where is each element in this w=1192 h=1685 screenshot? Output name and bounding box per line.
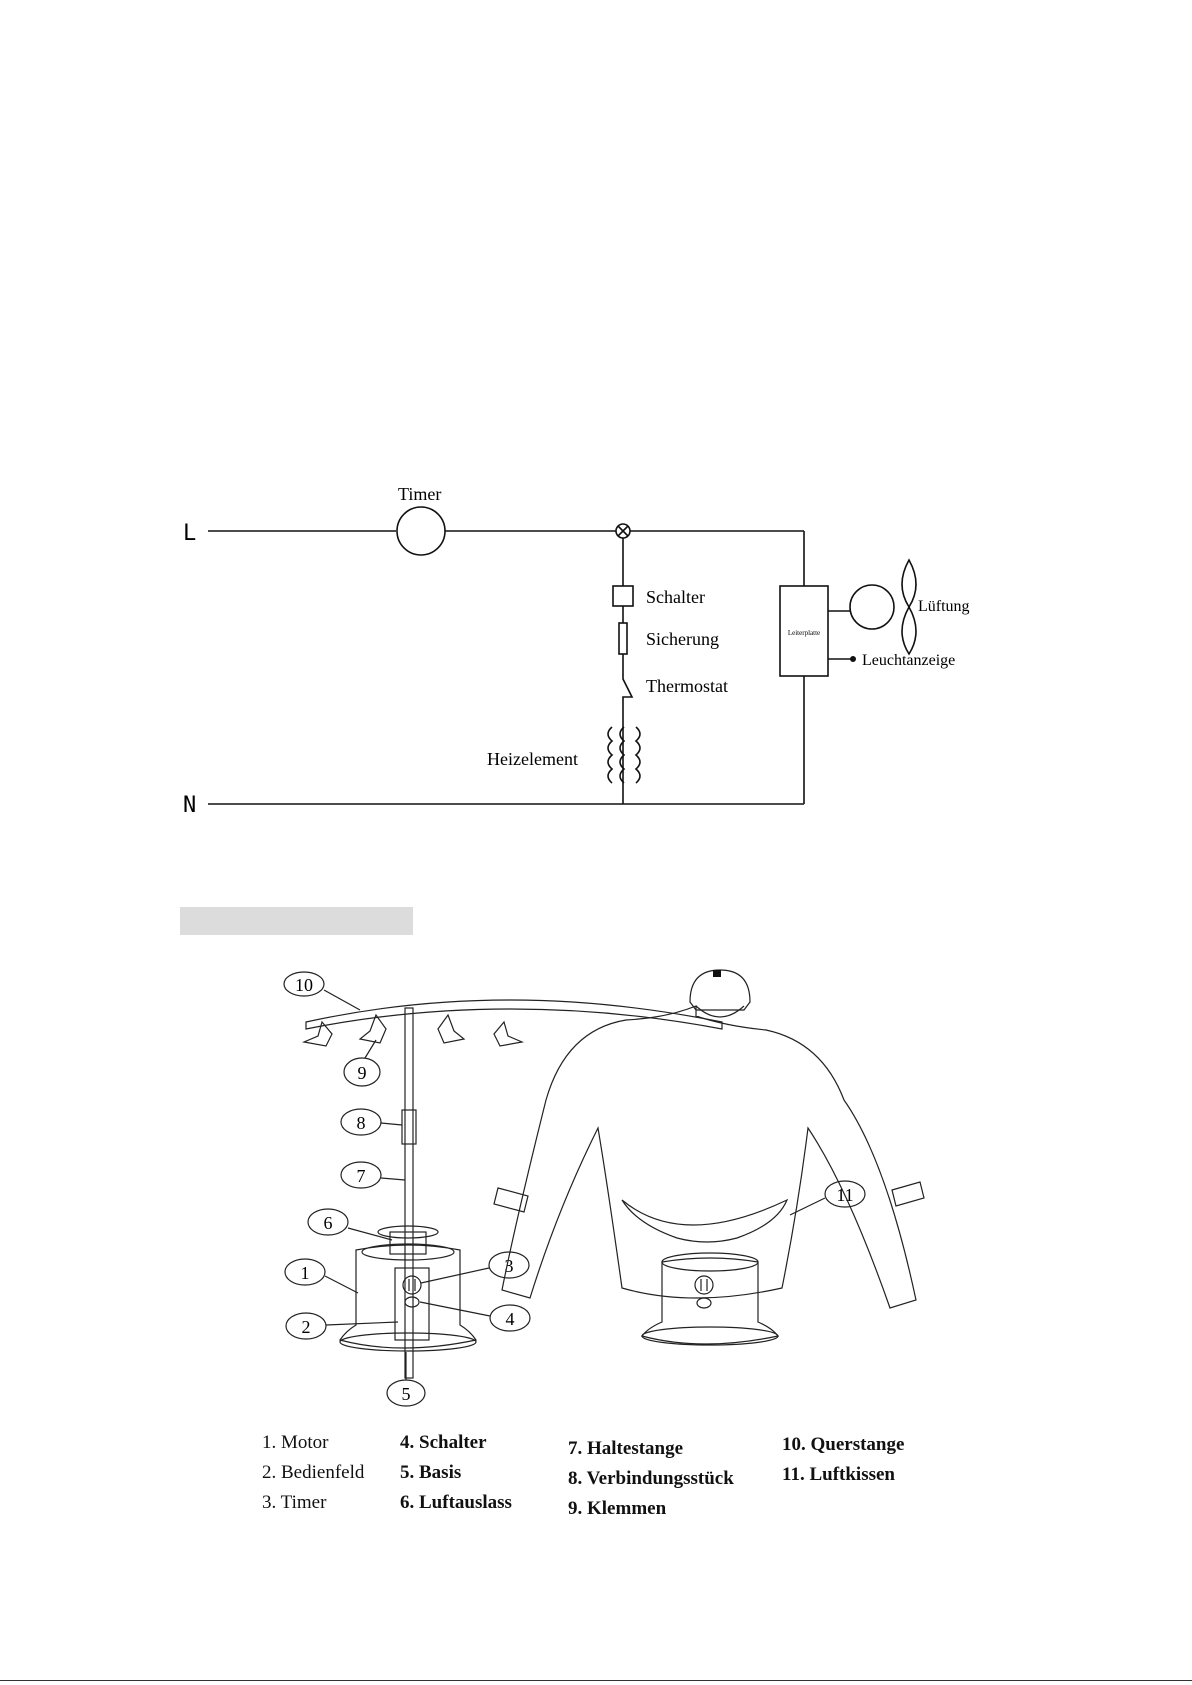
svg-text:4: 4	[506, 1309, 515, 1329]
legend-column-3: 7. Haltestange 8. Verbindungsstück 9. Kl…	[568, 1434, 734, 1524]
svg-text:10: 10	[295, 975, 313, 995]
callout-11: 11	[790, 1181, 865, 1215]
fan-blade-icon	[902, 560, 916, 654]
legend-item: 9. Klemmen	[568, 1494, 734, 1524]
indicator-dot	[850, 656, 856, 662]
legend-item: 3. Timer	[262, 1488, 364, 1518]
legend-column-2: 4. Schalter 5. Basis 6. Luftauslass	[400, 1428, 512, 1518]
svg-text:8: 8	[357, 1113, 366, 1133]
sicherung-symbol	[619, 623, 627, 654]
legend-item: 4. Schalter	[400, 1428, 512, 1458]
heizelement-symbol	[608, 727, 640, 783]
legend-item: 10. Querstange	[782, 1430, 904, 1460]
legend-item: 8. Verbindungsstück	[568, 1464, 734, 1494]
legend-column-4: 10. Querstange 11. Luftkissen	[782, 1430, 904, 1490]
callout-8: 8	[341, 1109, 402, 1135]
thermostat-symbol	[623, 673, 632, 712]
schalter-label: Schalter	[646, 587, 705, 607]
callout-2: 2	[286, 1313, 398, 1339]
legend-item: 5. Basis	[400, 1458, 512, 1488]
heizelement-label: Heizelement	[487, 749, 578, 769]
junction-symbol	[616, 524, 630, 538]
callout-1: 1	[285, 1259, 358, 1293]
legend-item: 2. Bedienfeld	[262, 1458, 364, 1488]
section-heading-bar	[180, 907, 413, 935]
timer-symbol	[397, 507, 445, 555]
sicherung-label: Sicherung	[646, 629, 719, 649]
line-n-label: N	[183, 793, 196, 818]
legend-item: 1. Motor	[262, 1428, 364, 1458]
page-bottom-rule	[0, 1680, 1192, 1681]
legend-item: 7. Haltestange	[568, 1434, 734, 1464]
svg-text:7: 7	[357, 1166, 366, 1186]
legend-item: 6. Luftauslass	[400, 1488, 512, 1518]
svg-text:9: 9	[358, 1063, 367, 1083]
svg-text:5: 5	[402, 1384, 411, 1404]
callout-4: 4	[420, 1302, 530, 1331]
callout-6: 6	[308, 1209, 392, 1240]
timer-label: Timer	[398, 484, 441, 504]
base-unit-illustration	[340, 1226, 476, 1351]
callout-7: 7	[341, 1162, 405, 1188]
svg-text:6: 6	[324, 1213, 333, 1233]
legend-item: 11. Luftkissen	[782, 1460, 904, 1490]
callout-3: 3	[421, 1252, 529, 1283]
schalter-symbol	[613, 586, 633, 606]
callout-5: 5	[387, 1352, 425, 1406]
thermostat-label: Thermostat	[646, 676, 728, 696]
legend-column-1: 1. Motor 2. Bedienfeld 3. Timer	[262, 1428, 364, 1518]
lueftung-label: Lüftung	[918, 598, 970, 615]
line-l-label: L	[183, 521, 196, 546]
svg-text:1: 1	[301, 1263, 310, 1283]
leiterplatte-label: Leiterplatte	[788, 629, 820, 637]
svg-text:11: 11	[836, 1185, 853, 1205]
svg-text:2: 2	[302, 1317, 311, 1337]
callout-9: 9	[344, 1040, 380, 1086]
leuchtanzeige-label: Leuchtanzeige	[862, 652, 955, 669]
parts-legend: 1. Motor 2. Bedienfeld 3. Timer 4. Schal…	[262, 1428, 962, 1538]
fan-motor-symbol	[850, 585, 894, 629]
callout-10: 10	[284, 972, 360, 1010]
